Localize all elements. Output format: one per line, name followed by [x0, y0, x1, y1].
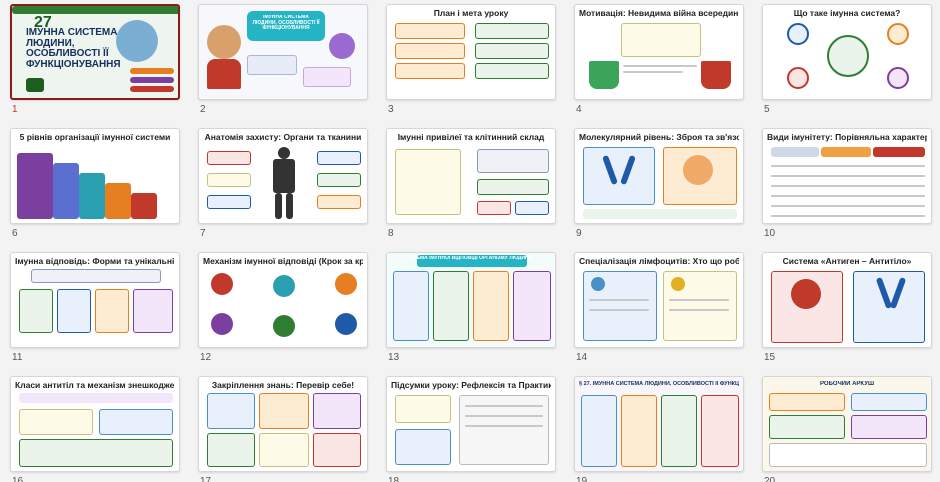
slide-17-title: Закріплення знань: Перевір себе!: [211, 381, 355, 390]
slide-number: 17: [200, 476, 212, 482]
slide-number: 3: [388, 104, 394, 115]
slide-number: 5: [764, 104, 770, 115]
slide-12-title: Механізм імунної відповіді (Крок за крок…: [203, 257, 363, 266]
slide-number: 12: [200, 352, 212, 363]
slide-4-preview[interactable]: Мотивація: Невидима війна всередині нас: [574, 4, 744, 100]
slide-number: 7: [200, 228, 206, 239]
slide-20-preview[interactable]: РОБОЧИЙ АРКУШ: [762, 376, 932, 472]
slide-11-title: Імунна відповідь: Форми та унікальні осо…: [15, 257, 175, 266]
slide-14-title: Спеціалізація лімфоцитів: Хто що робить?: [579, 257, 739, 266]
slide-16-preview[interactable]: Класи антитіл та механізм знешкодження: [10, 376, 180, 472]
slide-11-preview[interactable]: Імунна відповідь: Форми та унікальні осо…: [10, 252, 180, 348]
slide-18-title: Підсумки уроку: Рефлексія та Практика: [391, 381, 551, 390]
slide-number: 1: [12, 104, 18, 115]
slide-thumbnail-11[interactable]: Імунна відповідь: Форми та унікальні осо…: [10, 252, 180, 363]
slide-thumbnail-9[interactable]: Молекулярний рівень: Зброя та зв'язок 9: [574, 128, 744, 239]
slide-thumbnail-18[interactable]: Підсумки уроку: Рефлексія та Практика 18: [386, 376, 556, 482]
slide-number: 11: [12, 352, 23, 363]
slide-10-title: Види імунітету: Порівняльна характеристи…: [767, 133, 927, 142]
slide-12-preview[interactable]: Механізм імунної відповіді (Крок за крок…: [198, 252, 368, 348]
slide-6-title: 5 рівнів організації імунної системи: [19, 133, 171, 142]
slide-thumbnail-13[interactable]: СХЕМА ІМУННОЇ ВІДПОВІДІ ОРГАНІЗМУ ЛЮДИНИ…: [386, 252, 556, 363]
slide-18-preview[interactable]: Підсумки уроку: Рефлексія та Практика: [386, 376, 556, 472]
slide-thumbnail-15[interactable]: Система «Антиген – Антитіло» 15: [762, 252, 932, 363]
slide-16-title: Класи антитіл та механізм знешкодження: [15, 381, 175, 390]
slide-thumbnail-20[interactable]: РОБОЧИЙ АРКУШ 20: [762, 376, 932, 482]
slide-thumbnail-10[interactable]: Види імунітету: Порівняльна характеристи…: [762, 128, 932, 239]
slide-15-title: Система «Антиген – Антитіло»: [782, 257, 912, 266]
slide-3-title: План і мета уроку: [433, 9, 509, 18]
slide-number: 6: [12, 228, 18, 239]
slide-19-title: § 27. ІМУННА СИСТЕМА ЛЮДИНИ, ОСОБЛИВОСТІ…: [579, 381, 739, 387]
slide-number: 10: [764, 228, 776, 239]
slide-6-preview[interactable]: 5 рівнів організації імунної системи: [10, 128, 180, 224]
slide-number: 15: [764, 352, 776, 363]
slide-7-title: Анатомія захисту: Органи та тканини: [204, 133, 362, 142]
slide-14-preview[interactable]: Спеціалізація лімфоцитів: Хто що робить?: [574, 252, 744, 348]
cover-lesson-number: 27: [34, 14, 52, 31]
slide-9-preview[interactable]: Молекулярний рівень: Зброя та зв'язок: [574, 128, 744, 224]
slide-number: 18: [388, 476, 400, 482]
slide-20-title: РОБОЧИЙ АРКУШ: [820, 381, 874, 387]
slide-number: 13: [388, 352, 400, 363]
slide-13-preview[interactable]: СХЕМА ІМУННОЇ ВІДПОВІДІ ОРГАНІЗМУ ЛЮДИНИ: [386, 252, 556, 348]
slide-number: 14: [576, 352, 588, 363]
slide-17-preview[interactable]: Закріплення знань: Перевір себе!: [198, 376, 368, 472]
slide-number: 19: [576, 476, 588, 482]
slide-1-title: ІМУННА СИСТЕМА ЛЮДИНИ, ОСОБЛИВОСТІ ЇЇ ФУ…: [26, 27, 121, 70]
slide-number: 20: [764, 476, 776, 482]
slide-5-preview[interactable]: Що таке імунна система?: [762, 4, 932, 100]
slide-number: 4: [576, 104, 582, 115]
slide-15-preview[interactable]: Система «Антиген – Антитіло»: [762, 252, 932, 348]
slide-number: 8: [388, 228, 394, 239]
slide-thumbnail-17[interactable]: Закріплення знань: Перевір себе! 17: [198, 376, 368, 482]
slide-10-preview[interactable]: Види імунітету: Порівняльна характеристи…: [762, 128, 932, 224]
slide-thumbnail-6[interactable]: 5 рівнів організації імунної системи 6: [10, 128, 180, 239]
slide-8-title: Імунні привілеї та клітинний склад: [397, 133, 545, 142]
slide-thumbnail-1[interactable]: 27 ІМУННА СИСТЕМА ЛЮДИНИ, ОСОБЛИВОСТІ ЇЇ…: [10, 4, 180, 115]
slide-thumbnail-4[interactable]: Мотивація: Невидима війна всередині нас …: [574, 4, 744, 115]
slide-2-title: ІМУННА СИСТЕМА ЛЮДИНИ, ОСОБЛИВОСТІ ЇЇ ФУ…: [252, 15, 320, 31]
slide-thumbnail-8[interactable]: Імунні привілеї та клітинний склад 8: [386, 128, 556, 239]
slide-2-preview[interactable]: ІМУННА СИСТЕМА ЛЮДИНИ, ОСОБЛИВОСТІ ЇЇ ФУ…: [198, 4, 368, 100]
slide-number: 2: [200, 104, 206, 115]
slide-3-preview[interactable]: План і мета уроку: [386, 4, 556, 100]
slide-1-preview[interactable]: 27 ІМУННА СИСТЕМА ЛЮДИНИ, ОСОБЛИВОСТІ ЇЇ…: [10, 4, 180, 100]
slide-13-title: СХЕМА ІМУННОЇ ВІДПОВІДІ ОРГАНІЗМУ ЛЮДИНИ: [409, 256, 533, 261]
slide-4-title: Мотивація: Невидима війна всередині нас: [579, 9, 739, 18]
slide-8-preview[interactable]: Імунні привілеї та клітинний склад: [386, 128, 556, 224]
slide-thumbnail-2[interactable]: ІМУННА СИСТЕМА ЛЮДИНИ, ОСОБЛИВОСТІ ЇЇ ФУ…: [198, 4, 368, 115]
slide-9-title: Молекулярний рівень: Зброя та зв'язок: [579, 133, 739, 142]
slide-thumbnail-5[interactable]: Що таке імунна система? 5: [762, 4, 932, 115]
slide-thumbnail-12[interactable]: Механізм імунної відповіді (Крок за крок…: [198, 252, 368, 363]
slide-number: 9: [576, 228, 582, 239]
slide-5-title: Що таке імунна система?: [793, 9, 901, 18]
slide-thumbnail-19[interactable]: § 27. ІМУННА СИСТЕМА ЛЮДИНИ, ОСОБЛИВОСТІ…: [574, 376, 744, 482]
slide-number: 16: [12, 476, 24, 482]
slide-thumbnail-14[interactable]: Спеціалізація лімфоцитів: Хто що робить?…: [574, 252, 744, 363]
slide-thumbnail-16[interactable]: Класи антитіл та механізм знешкодження 1…: [10, 376, 180, 482]
slide-19-preview[interactable]: § 27. ІМУННА СИСТЕМА ЛЮДИНИ, ОСОБЛИВОСТІ…: [574, 376, 744, 472]
slide-thumbnail-7[interactable]: Анатомія захисту: Органи та тканини 7: [198, 128, 368, 239]
slide-7-preview[interactable]: Анатомія захисту: Органи та тканини: [198, 128, 368, 224]
slide-thumbnail-3[interactable]: План і мета уроку 3: [386, 4, 556, 115]
